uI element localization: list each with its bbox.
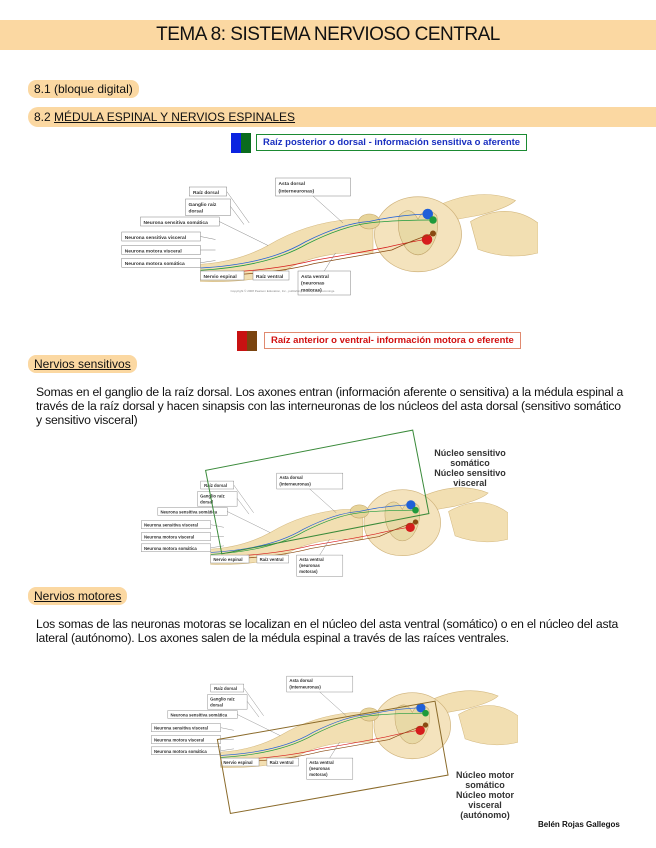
label-mot-somatica: Neurona motora somática	[154, 749, 207, 754]
label-asta-ventral-3: motoras)	[301, 287, 322, 293]
legend-square-brown	[247, 331, 257, 351]
copyright-note: Copyright © 2008 Pearson Education, Inc.…	[231, 289, 336, 293]
label-asta-ventral-1: Asta ventral	[299, 557, 324, 562]
section-heading-8-2: 8.2 MÉDULA ESPINAL Y NERVIOS ESPINALES	[28, 107, 656, 127]
label-asta-ventral-2: (neuronas	[309, 766, 330, 771]
label-mot-somatica: Neurona motora somática	[144, 546, 197, 551]
annotation-line: somático	[465, 780, 505, 790]
section-heading-8-1: 8.1 (bloque digital)	[28, 80, 139, 98]
page-title: TEMA 8: SISTEMA NERVIOSO CENTRAL	[156, 24, 500, 45]
heading-nervios-motores-text: Nervios motores	[34, 589, 122, 603]
heading-nervios-sensitivos-text: Nervios sensitivos	[34, 357, 131, 371]
label-asta-dorsal-2: (interneuronas)	[279, 482, 311, 487]
label-mot-somatica: Neurona motora somática	[125, 261, 185, 267]
label-raiz-ventral: Raíz ventral	[270, 760, 294, 765]
label-asta-dorsal-1: Asta dorsal	[279, 475, 302, 480]
label-raiz-dorsal: Raíz dorsal	[204, 483, 227, 488]
label-raiz-dorsal: Raíz dorsal	[214, 686, 237, 691]
legend-square-blue	[231, 133, 241, 153]
label-sens-visceral: Neurona sensitiva visceral	[144, 523, 198, 528]
label-ganglio-2: dorsal	[189, 209, 204, 215]
label-raiz-ventral: Raíz ventral	[260, 557, 284, 562]
legend-square-green	[241, 133, 251, 153]
label-ganglio-1: Ganglio raíz	[210, 697, 235, 702]
label-asta-ventral-2: (neuronas	[299, 563, 320, 568]
label-asta-ventral-2: (neuronas	[301, 281, 325, 287]
heading-nervios-motores: Nervios motores	[28, 587, 128, 605]
label-ganglio-1: Ganglio raíz	[189, 202, 217, 208]
heading-nervios-sensitivos: Nervios sensitivos	[28, 355, 137, 373]
label-asta-dorsal-2: (interneuronas)	[279, 188, 315, 194]
label-mot-visceral: Neurona motora visceral	[154, 738, 204, 743]
label-nervio-espinal: Nervio espinal	[223, 760, 252, 765]
label-asta-ventral-3: motoras)	[309, 772, 328, 777]
label-nervio-espinal: Nervio espinal	[204, 274, 237, 280]
annotation-line: Núcleo sensitivo	[434, 448, 506, 458]
label-asta-dorsal-1: Asta dorsal	[279, 181, 305, 187]
label-asta-ventral-1: Asta ventral	[301, 274, 329, 280]
label-mot-visceral: Neurona motora visceral	[125, 248, 182, 254]
label-raiz-dorsal: Raíz dorsal	[193, 190, 219, 196]
text-nervios-sensitivos: Somas en el ganglio de la raíz dorsal. L…	[36, 385, 624, 427]
label-nervio-espinal: Nervio espinal	[213, 557, 242, 562]
label-ganglio-2: dorsal	[210, 703, 223, 708]
annotation-line: Núcleo motor	[456, 770, 515, 780]
annotation-motor: Núcleo motor somático Núcleo motor visce…	[456, 770, 515, 820]
label-sens-somatica: Neurona sensitiva somática	[144, 220, 209, 226]
section-title: MÉDULA ESPINAL Y NERVIOS ESPINALES	[54, 110, 296, 124]
label-ganglio-1: Ganglio raíz	[200, 494, 225, 499]
label-raiz-ventral: Raíz ventral	[256, 274, 283, 280]
text-nervios-motores: Los somas de las neuronas motoras se loc…	[36, 617, 619, 645]
annotation-line: visceral	[453, 478, 487, 488]
label-mot-visceral: Neurona motora visceral	[144, 535, 194, 540]
annotation-sensitivo: Núcleo sensitivo somático Núcleo sensiti…	[434, 448, 506, 488]
label-asta-dorsal-2: (interneuronas)	[289, 685, 321, 690]
annotation-line: Núcleo sensitivo	[434, 468, 506, 478]
label-sens-somatica: Neurona sensitiva somática	[170, 712, 227, 717]
label-sens-visceral: Neurona sensitiva visceral	[125, 235, 186, 241]
annotation-line: Núcleo motor	[456, 790, 515, 800]
legend-square-red	[237, 331, 247, 351]
legend-anterior: Raíz anterior o ventral- información mot…	[264, 332, 521, 349]
page-title-bar: TEMA 8: SISTEMA NERVIOSO CENTRAL	[0, 20, 656, 50]
spinal-nerve-diagram-1: Raíz dorsal Ganglio raíz dorsal Neurona …	[121, 177, 538, 296]
annotation-line: visceral	[468, 800, 502, 810]
label-ganglio-2: dorsal	[200, 500, 213, 505]
annotation-line: (autónomo)	[460, 810, 510, 820]
author-credit: Belén Rojas Gallegos	[538, 820, 620, 829]
label-asta-dorsal-1: Asta dorsal	[289, 678, 312, 683]
label-asta-ventral-1: Asta ventral	[309, 760, 334, 765]
spinal-nerve-diagram-3: Raíz dorsal Ganglio raíz dorsal Neurona …	[150, 675, 518, 780]
label-sens-somatica: Neurona sensitiva somática	[160, 509, 217, 514]
legend-posterior: Raíz posterior o dorsal - información se…	[256, 134, 528, 151]
annotation-line: somático	[450, 458, 490, 468]
spinal-nerve-diagram-2: Raíz dorsal Ganglio raíz dorsal Neurona …	[140, 472, 508, 577]
section-number: 8.2	[34, 110, 51, 124]
label-sens-visceral: Neurona sensitiva visceral	[154, 726, 208, 731]
label-asta-ventral-3: motoras)	[299, 569, 318, 574]
